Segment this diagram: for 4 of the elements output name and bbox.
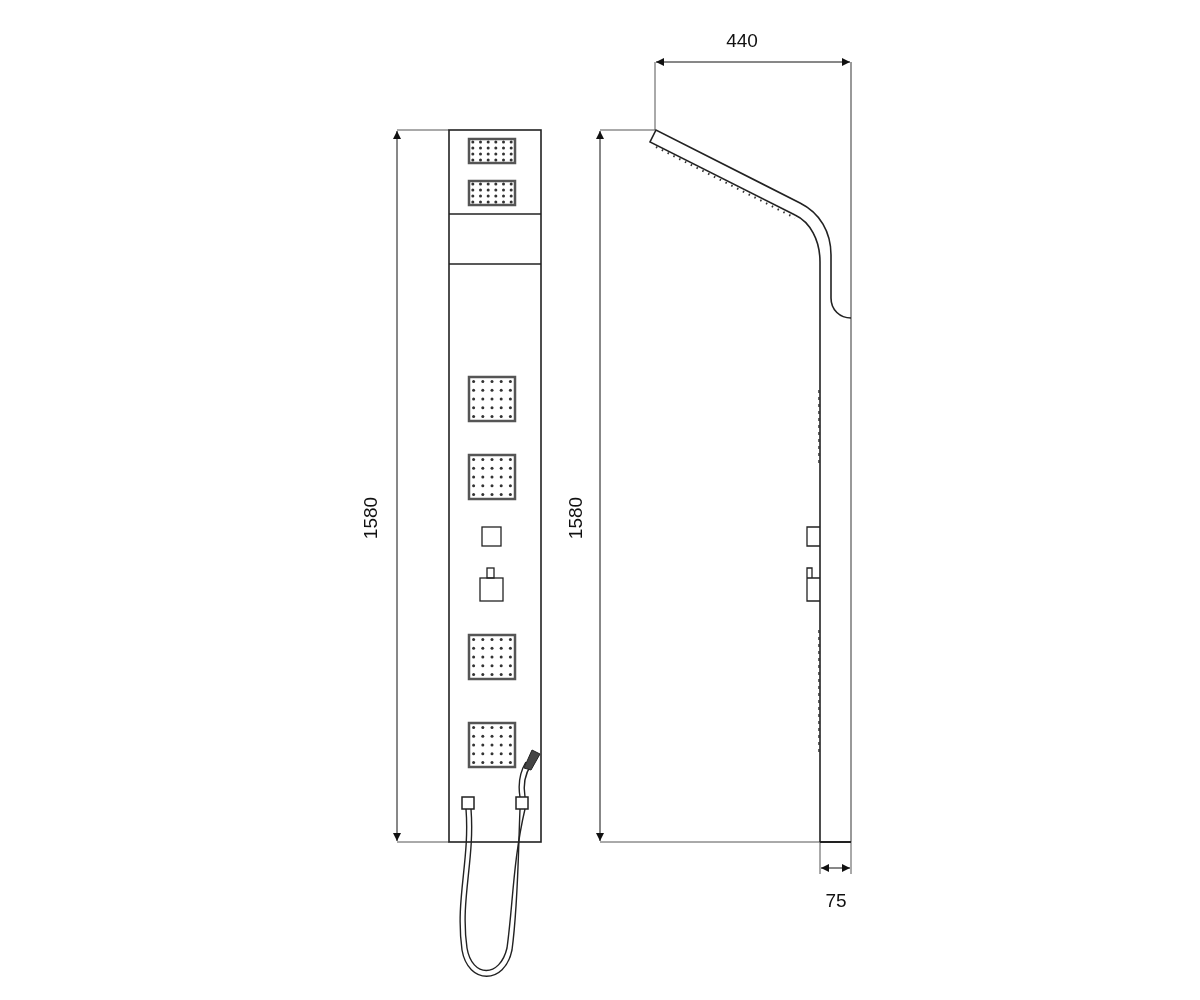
dimension-label: 440 [726, 30, 758, 50]
dimension-label: 1580 [565, 496, 585, 540]
dimension-label: 75 [825, 890, 847, 910]
dimension-label: 1580 [360, 496, 380, 540]
